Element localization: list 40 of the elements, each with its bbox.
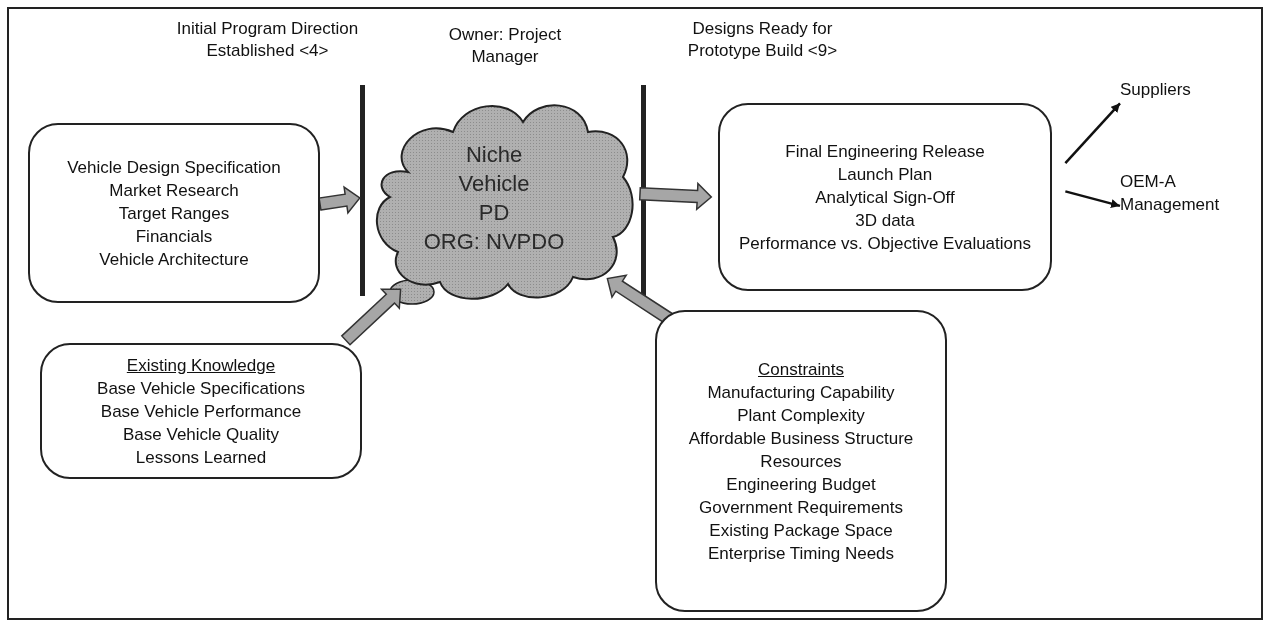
output-label: OEM-A Management (1120, 170, 1240, 216)
list-item-text: Base Vehicle Performance (100, 400, 302, 423)
list-item-text: Base Vehicle Quality (123, 423, 279, 446)
owner-caption: Owner: Project Manager (447, 24, 563, 68)
arrow (1065, 190, 1121, 208)
list-item-text: Base Vehicle Specifications (97, 377, 305, 400)
list-item-text: Lessons Learned (135, 446, 267, 469)
rounded-box (655, 310, 947, 612)
list-item-text: 3D data (855, 209, 915, 232)
list-item-text: Vehicle Design Specification (67, 156, 281, 179)
block-arrow (638, 181, 713, 212)
cloud-text: ORG: NVPDO (423, 228, 565, 256)
list-item-text: Engineering Budget (726, 473, 876, 496)
list-item-text: Existing Package Space (709, 519, 893, 542)
box-heading: Existing Knowledge (126, 354, 276, 377)
list-item-text: Performance vs. Objective Evaluations (739, 232, 1031, 255)
output-label: Suppliers (1120, 76, 1210, 102)
list-item-text: Analytical Sign-Off (815, 186, 955, 209)
list-item-text: Resources (760, 450, 842, 473)
list-item-text: Final Engineering Release (785, 140, 985, 163)
cloud-text: Niche Vehicle PD (457, 141, 531, 227)
milestone-label: Designs Ready for Prototype Build <9> (686, 18, 839, 62)
list-item-text: Financials (135, 225, 213, 248)
list-item-text: Launch Plan (837, 163, 933, 186)
rounded-box (718, 103, 1052, 291)
box-heading: Constraints (758, 358, 844, 381)
block-arrow (318, 185, 361, 215)
arrow (1064, 102, 1121, 164)
list-item-text: Plant Complexity (737, 404, 865, 427)
list-item-text: Affordable Business Structure (688, 427, 914, 450)
list-item-text: Manufacturing Capability (707, 381, 895, 404)
block-arrow (341, 288, 402, 346)
list-item-text: Enterprise Timing Needs (707, 542, 895, 565)
milestone-label: Initial Program Direction Established <4> (175, 18, 360, 62)
list-item-text: Market Research (109, 179, 239, 202)
list-item-text: Government Requirements (698, 496, 904, 519)
list-item-text: Vehicle Architecture (99, 248, 249, 271)
list-item-text: Target Ranges (118, 202, 230, 225)
rounded-box (28, 123, 320, 303)
rounded-box (40, 343, 362, 479)
